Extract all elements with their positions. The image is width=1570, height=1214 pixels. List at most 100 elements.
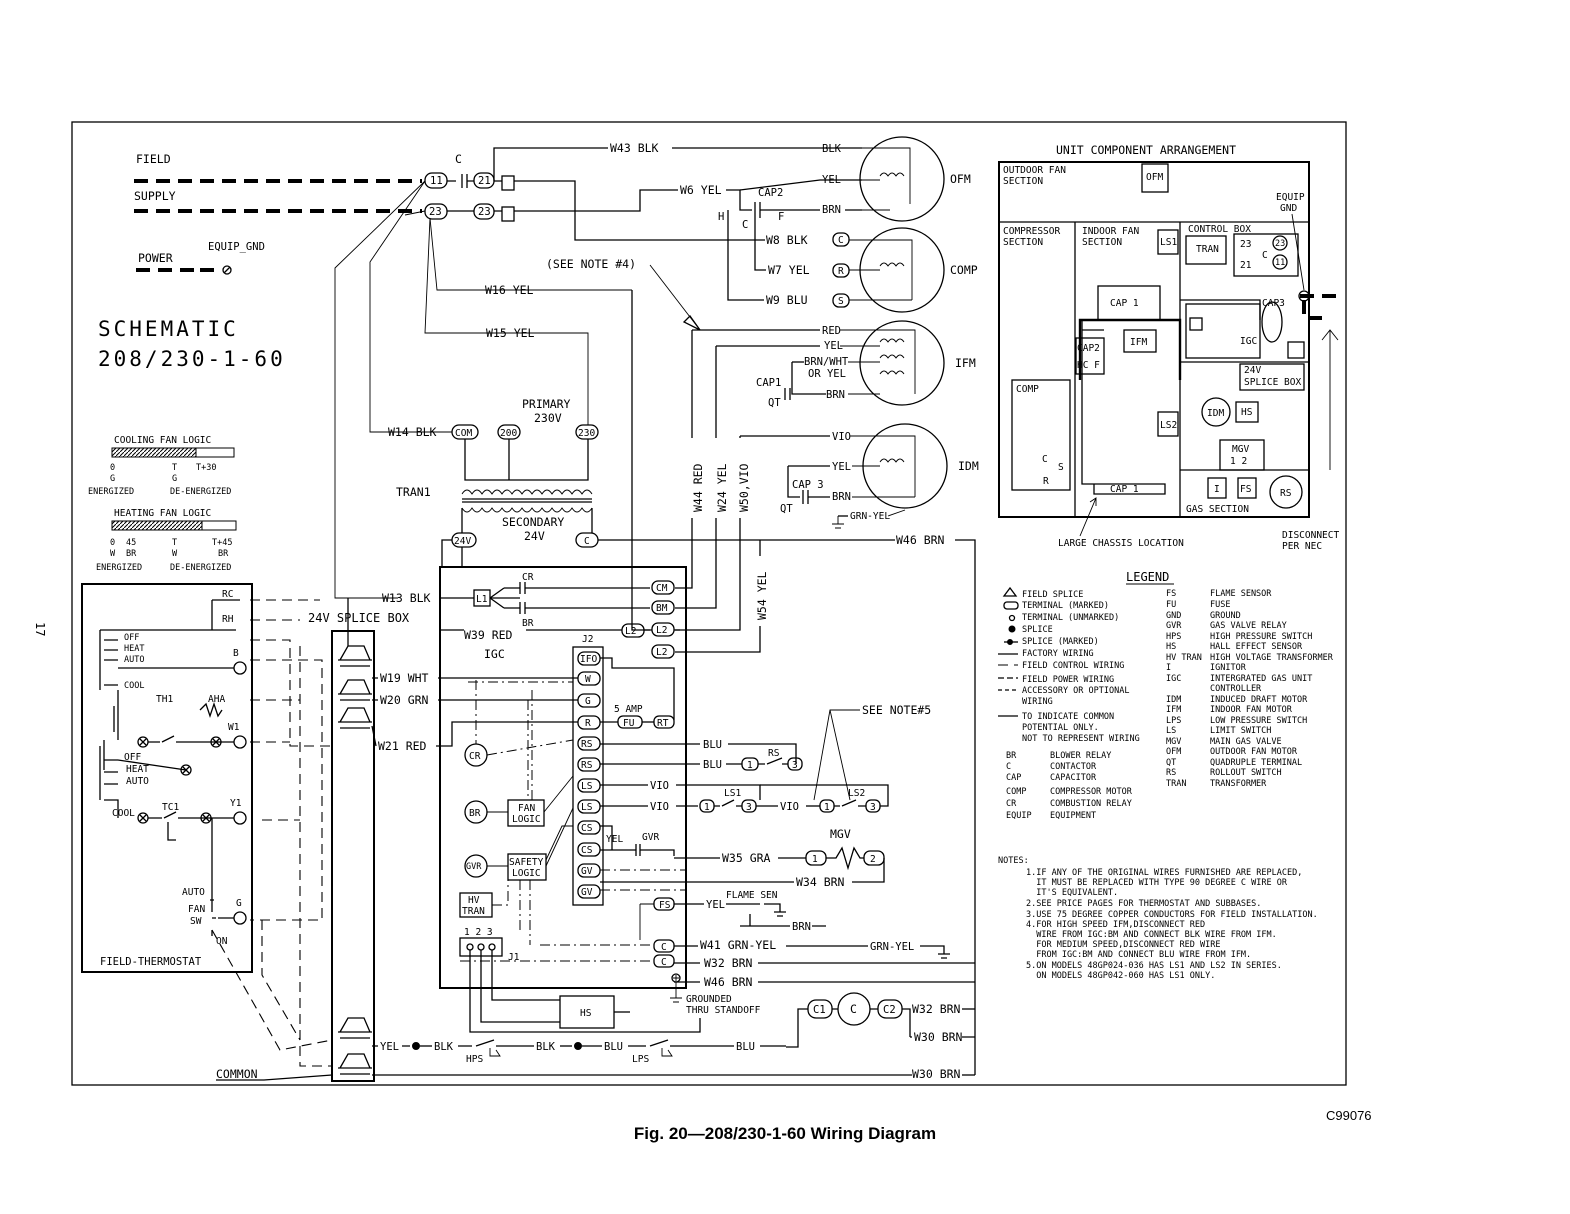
svg-text:EQUIP: EQUIP bbox=[1006, 811, 1032, 821]
qt-terminal-upper bbox=[501, 175, 515, 191]
svg-text:W16 YEL: W16 YEL bbox=[485, 283, 534, 297]
svg-text:VIO: VIO bbox=[832, 431, 851, 443]
svg-text:FAN: FAN bbox=[188, 904, 205, 915]
svg-text:21: 21 bbox=[478, 175, 491, 187]
svg-text:G: G bbox=[585, 696, 591, 707]
svg-text:C: C bbox=[742, 219, 748, 231]
svg-text:W21 RED: W21 RED bbox=[378, 739, 427, 753]
svg-text:W30 BRN: W30 BRN bbox=[912, 1067, 961, 1081]
svg-text:21: 21 bbox=[1240, 260, 1252, 271]
unit-arrangement-box bbox=[998, 161, 1310, 518]
svg-text:L2: L2 bbox=[656, 625, 667, 636]
notes: NOTES: 1.IF ANY OF THE ORIGINAL WIRES FU… bbox=[998, 856, 1318, 981]
w6-label: W6 YEL bbox=[680, 183, 722, 197]
svg-text:LS2: LS2 bbox=[848, 788, 865, 799]
svg-text:CAP2: CAP2 bbox=[1077, 343, 1100, 354]
svg-text:QT: QT bbox=[768, 397, 781, 409]
svg-text:0: 0 bbox=[110, 463, 115, 473]
svg-text:BLU: BLU bbox=[604, 1041, 623, 1053]
svg-text:BR: BR bbox=[218, 549, 229, 559]
svg-text:24V: 24V bbox=[1244, 365, 1261, 376]
svg-text:TC1: TC1 bbox=[162, 802, 179, 813]
igc-label: IGC bbox=[484, 647, 505, 661]
svg-text:THRU STANDOFF: THRU STANDOFF bbox=[686, 1005, 761, 1016]
svg-text:23: 23 bbox=[1240, 239, 1251, 250]
svg-text:PER NEC: PER NEC bbox=[1282, 541, 1322, 552]
svg-text:RS: RS bbox=[581, 760, 593, 771]
svg-text:BLU: BLU bbox=[736, 1041, 755, 1053]
svg-text:24V: 24V bbox=[524, 529, 545, 543]
svg-text:S: S bbox=[1058, 462, 1064, 473]
svg-text:GVR: GVR bbox=[642, 832, 659, 843]
svg-text:23: 23 bbox=[429, 206, 442, 218]
svg-text:FS: FS bbox=[1166, 589, 1176, 599]
svg-text:S: S bbox=[838, 296, 844, 307]
figure-caption: Fig. 20—208/230-1-60 Wiring Diagram bbox=[633, 1124, 937, 1143]
svg-text:C: C bbox=[661, 942, 667, 953]
svg-text:VIO: VIO bbox=[650, 780, 669, 792]
svg-text:LOGIC: LOGIC bbox=[512, 868, 541, 879]
svg-text:LPS: LPS bbox=[632, 1054, 649, 1065]
svg-text:RH: RH bbox=[222, 614, 234, 625]
svg-text:FOR MEDIUM SPEED,DISCONNECT RE: FOR MEDIUM SPEED,DISCONNECT RED WIRE bbox=[1026, 940, 1220, 950]
svg-text:BLK: BLK bbox=[434, 1041, 454, 1053]
svg-text:LIMIT SWITCH: LIMIT SWITCH bbox=[1210, 726, 1271, 736]
svg-text:CAP 1: CAP 1 bbox=[1110, 298, 1139, 309]
svg-text:MGV: MGV bbox=[830, 827, 851, 841]
svg-text:IT'S EQUIVALENT.: IT'S EQUIVALENT. bbox=[1026, 888, 1118, 898]
svg-text:HS: HS bbox=[1166, 642, 1176, 652]
supply-label: SUPPLY bbox=[134, 189, 176, 203]
svg-text:1 2 3: 1 2 3 bbox=[464, 927, 493, 938]
equip-gnd-label: EQUIP_GND bbox=[208, 241, 265, 253]
svg-text:IGNITOR: IGNITOR bbox=[1210, 663, 1247, 673]
svg-text:QUADRUPLE TERMINAL: QUADRUPLE TERMINAL bbox=[1210, 758, 1302, 768]
legend-symbols: FIELD SPLICE TERMINAL (MARKED) TERMINAL … bbox=[998, 586, 1140, 744]
svg-text:OR YEL: OR YEL bbox=[808, 368, 846, 380]
svg-text:IT MUST BE REPLACED WITH TYPE: IT MUST BE REPLACED WITH TYPE 90 DEGREE … bbox=[1026, 878, 1288, 888]
svg-text:W46 BRN: W46 BRN bbox=[704, 975, 753, 989]
svg-text:3: 3 bbox=[792, 760, 798, 771]
svg-text:GVR: GVR bbox=[466, 862, 482, 872]
svg-text:C: C bbox=[1262, 250, 1268, 261]
svg-text:1: 1 bbox=[704, 802, 710, 813]
svg-text:BR: BR bbox=[469, 808, 481, 819]
w44-label: W44 RED bbox=[691, 463, 705, 512]
svg-text:45: 45 bbox=[126, 538, 136, 548]
ground-terminal-icon bbox=[222, 265, 232, 275]
svg-text:AUTO: AUTO bbox=[182, 887, 205, 898]
svg-text:0: 0 bbox=[110, 538, 115, 548]
svg-text:HPS: HPS bbox=[1166, 632, 1181, 642]
svg-text:W1: W1 bbox=[228, 722, 240, 733]
svg-text:GND: GND bbox=[1166, 611, 1181, 621]
svg-text:CAP 3: CAP 3 bbox=[792, 479, 824, 491]
svg-text:COMBUSTION RELAY: COMBUSTION RELAY bbox=[1050, 799, 1132, 809]
svg-text:L2: L2 bbox=[625, 626, 636, 637]
svg-text:T: T bbox=[172, 463, 177, 473]
svg-text:SPLICE (MARKED): SPLICE (MARKED) bbox=[1022, 637, 1099, 647]
svg-text:RED: RED bbox=[822, 325, 841, 337]
svg-text:T+30: T+30 bbox=[196, 463, 216, 473]
field-thermostat bbox=[81, 583, 253, 973]
svg-text:BR: BR bbox=[522, 618, 534, 629]
svg-text:DE-ENERGIZED: DE-ENERGIZED bbox=[170, 487, 231, 497]
svg-text:W: W bbox=[585, 674, 591, 685]
svg-text:11: 11 bbox=[1275, 258, 1285, 268]
svg-text:BLOWER RELAY: BLOWER RELAY bbox=[1050, 751, 1111, 761]
svg-text:23: 23 bbox=[478, 206, 491, 218]
svg-text:HS: HS bbox=[580, 1008, 592, 1019]
svg-text:DISCONNECT: DISCONNECT bbox=[1282, 530, 1339, 541]
svg-text:BRN/WHT: BRN/WHT bbox=[804, 356, 849, 368]
svg-text:CAP 1: CAP 1 bbox=[1110, 484, 1139, 495]
svg-text:YEL: YEL bbox=[606, 834, 623, 845]
fan-logic-block bbox=[507, 799, 545, 827]
svg-text:CONTROLLER: CONTROLLER bbox=[1210, 684, 1262, 694]
svg-text:GRN-YEL: GRN-YEL bbox=[870, 941, 914, 953]
svg-text:NOT TO REPRESENT WIRING: NOT TO REPRESENT WIRING bbox=[1022, 734, 1140, 744]
svg-text:W15 YEL: W15 YEL bbox=[486, 326, 535, 340]
svg-text:FIELD CONTROL WIRING: FIELD CONTROL WIRING bbox=[1022, 661, 1124, 671]
svg-text:BR: BR bbox=[126, 549, 137, 559]
svg-text:FS: FS bbox=[659, 900, 671, 911]
svg-text:YEL: YEL bbox=[822, 174, 841, 186]
legend-title: LEGEND bbox=[1126, 570, 1169, 584]
comp-label: COMP bbox=[950, 263, 978, 277]
